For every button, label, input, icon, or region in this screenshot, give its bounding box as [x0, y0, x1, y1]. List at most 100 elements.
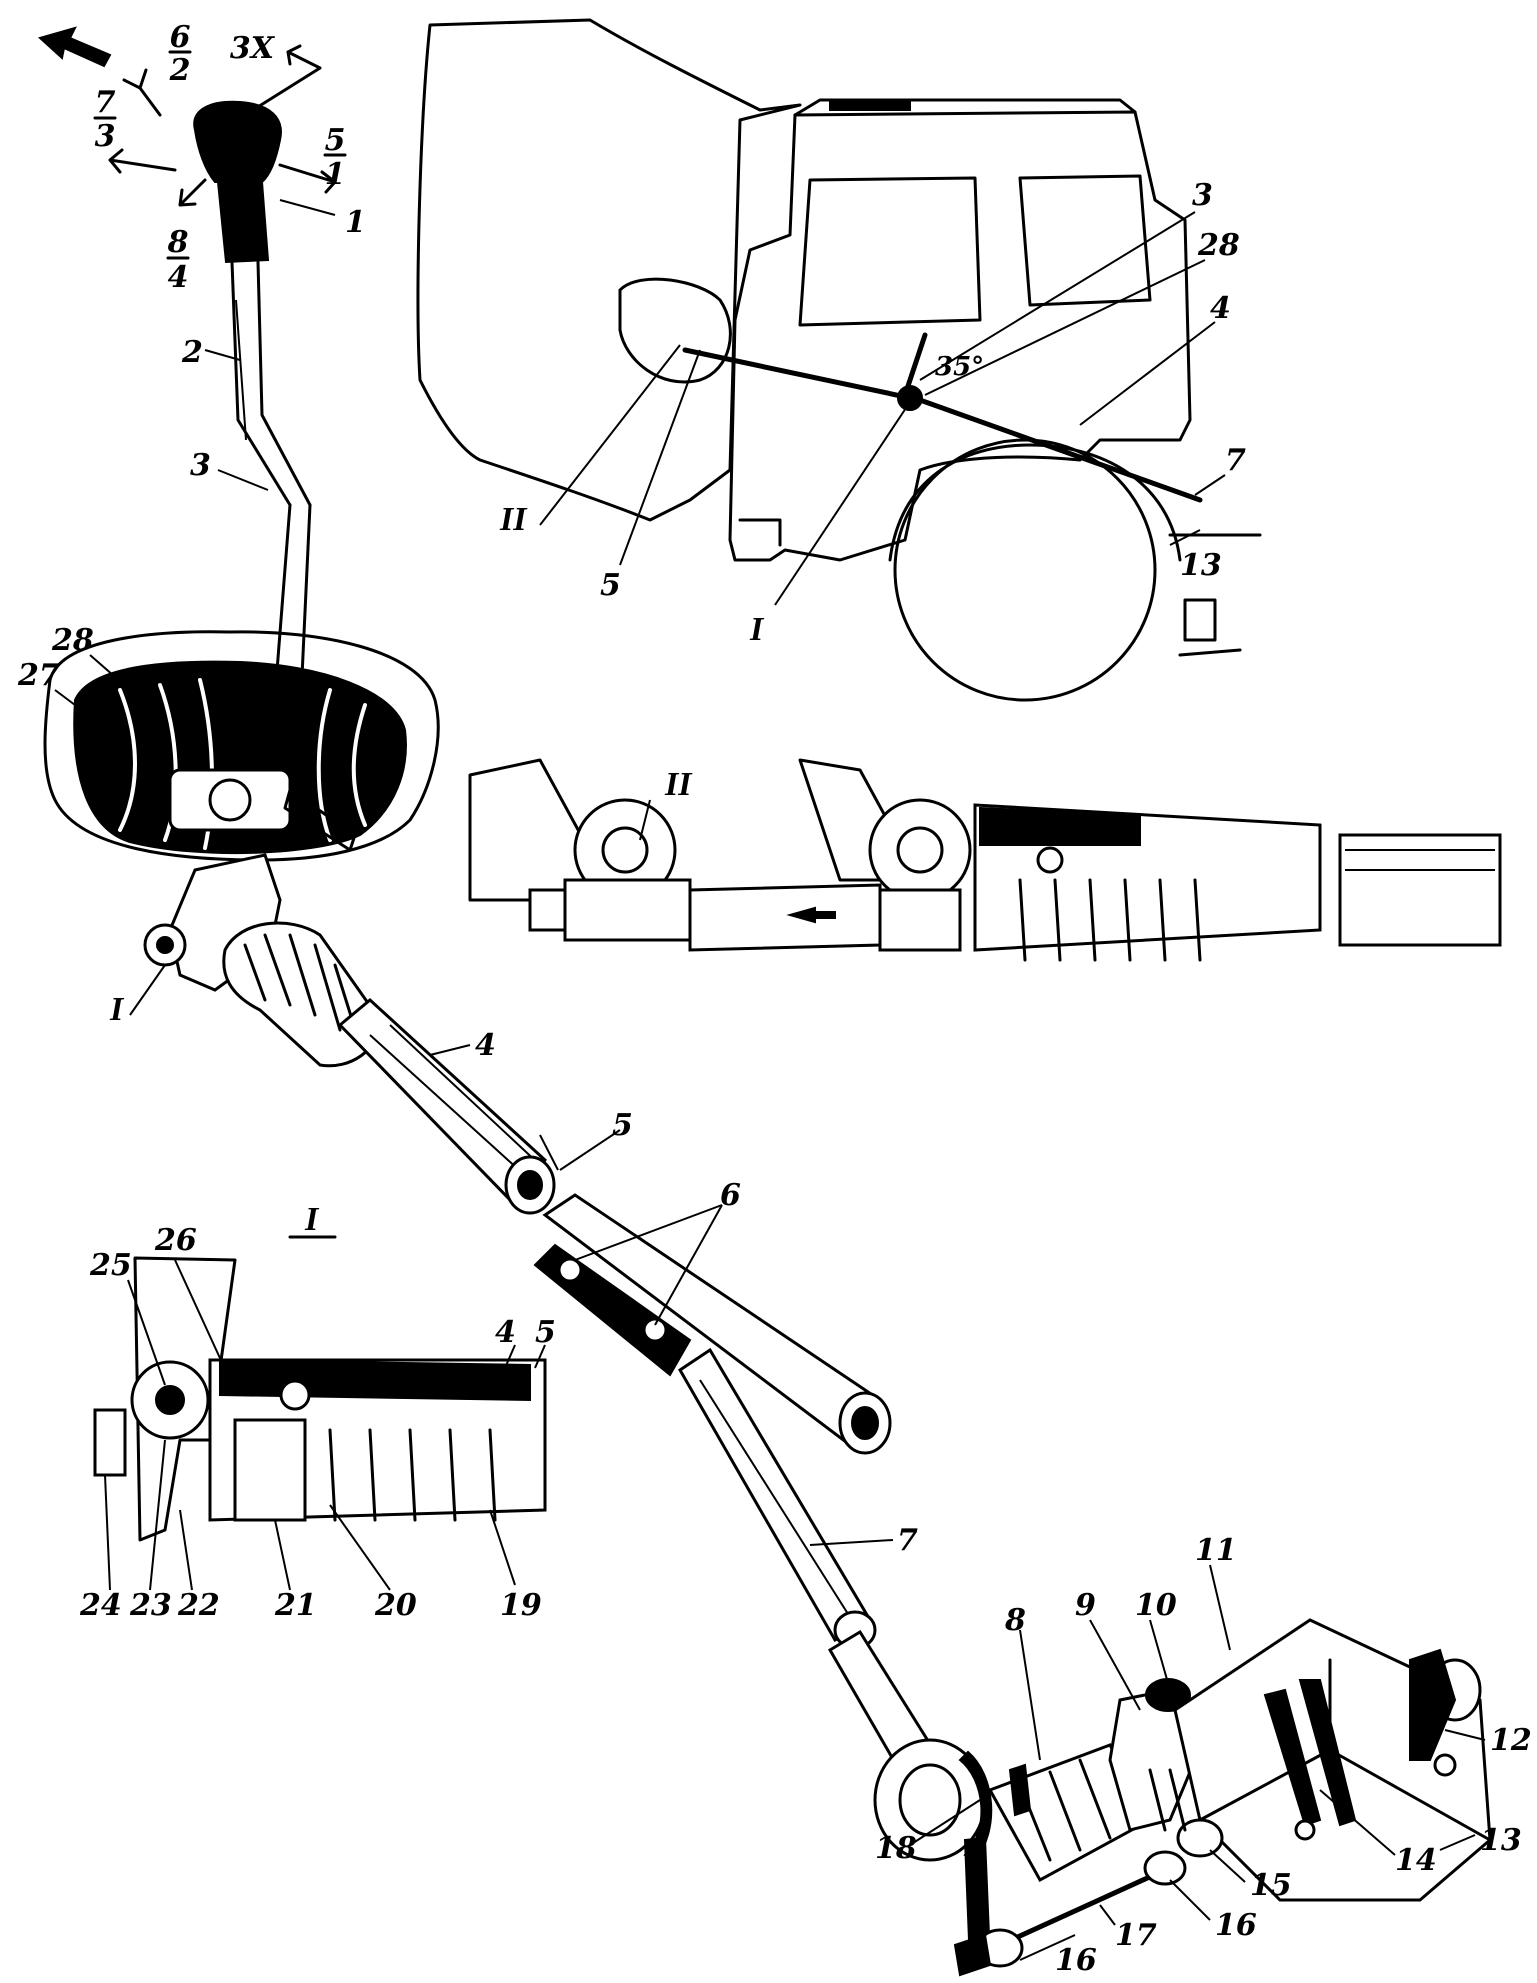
label-cab-7: 7 [1225, 443, 1246, 478]
leader-25 [127, 1279, 166, 1386]
gear-label-2: 2 [169, 53, 191, 88]
cab-linkage-joint [897, 385, 923, 411]
label-9: 9 [1075, 1588, 1096, 1623]
leader-8 [1019, 1629, 1041, 1761]
leader-3 [217, 469, 269, 491]
label-25: 25 [89, 1248, 132, 1283]
shift-arrow-7-3 [108, 148, 177, 174]
leader-22 [179, 1509, 193, 1591]
leader-7 [809, 1539, 894, 1546]
front-wheel [893, 438, 1157, 702]
lever-collar [216, 181, 270, 264]
cab-window-left [798, 176, 982, 327]
slide-rod-7-texture [699, 1379, 856, 1626]
label-8: 8 [1004, 1603, 1026, 1638]
leader-5a [539, 1134, 559, 1171]
cab-body [728, 110, 1192, 562]
gear-label-1: 1 [325, 157, 346, 192]
detail-ii-tube-lines [1345, 849, 1495, 871]
label-21: 21 [274, 1588, 317, 1623]
leader-detail-i-4 [504, 1344, 516, 1369]
wheel-arch [888, 443, 1182, 562]
detail-i-yoke [133, 1256, 237, 1542]
gear-label-3: 3 [95, 119, 116, 154]
detail-ii-left-bore [601, 826, 649, 874]
detail-i-view [93, 1256, 547, 1542]
label-7: 7 [897, 1523, 918, 1558]
shaft-tube-4-knurl [369, 1024, 541, 1181]
detail-ii-left-nut [528, 888, 567, 932]
cover-bolt-1 [1433, 1753, 1457, 1777]
spring-plate [283, 788, 357, 852]
clamp-bolt-2 [642, 1317, 668, 1343]
label-17: 17 [1115, 1918, 1157, 1953]
gear-label-7: 7 [95, 85, 116, 120]
roof-marker [829, 99, 911, 111]
detail-i-bore [155, 1385, 185, 1415]
gear-label-4: 4 [168, 260, 189, 295]
label-26: 26 [154, 1223, 197, 1258]
detail-ii-right-bore [896, 826, 944, 874]
leader-24 [104, 1474, 111, 1591]
label-22: 22 [177, 1588, 220, 1623]
label-14: 14 [1395, 1843, 1437, 1878]
gear-label-8: 8 [167, 225, 189, 260]
leader-27 [54, 689, 96, 721]
label-12: 12 [1490, 1723, 1532, 1758]
cab-window-right [1018, 174, 1152, 307]
label-view-ii-cab: II [499, 501, 528, 538]
label-detail-i-5: 5 [535, 1315, 556, 1350]
bellows-front [222, 921, 382, 1068]
lever-knob [193, 100, 282, 183]
detail-i-nut [93, 1408, 127, 1477]
label-20: 20 [374, 1588, 417, 1623]
gear-selector-mechanism [873, 1618, 1492, 1977]
label-1: 1 [345, 205, 366, 240]
shaft-tube-4-bore [517, 1170, 543, 1200]
leader-20 [329, 1504, 391, 1591]
leader-5b [559, 1129, 621, 1171]
detail-ii-sleeve-section [979, 806, 1141, 846]
front-shaft-assembly [143, 853, 556, 1215]
lever-upper-rod [230, 260, 312, 507]
ball-joint-15 [1176, 1818, 1224, 1858]
leader-6a [574, 1204, 723, 1261]
gear-label-5: 5 [325, 123, 346, 158]
link-rod-17 [997, 1867, 1168, 1948]
label-18: 18 [875, 1831, 917, 1866]
label-2: 2 [181, 335, 203, 370]
leader-cab-i [774, 401, 911, 606]
shift-pattern-arrows [37, 26, 347, 260]
detail-i-collar [233, 1418, 307, 1522]
leader-18 [909, 1799, 981, 1846]
shift-arrow-6-2 [122, 68, 162, 117]
leader-lines [54, 199, 1486, 1961]
detail-ii-left-body [563, 878, 692, 942]
detail-ii-coupling [688, 883, 882, 952]
detail-ii-tube [1338, 833, 1502, 947]
leader-cab-13 [1169, 529, 1201, 546]
label-detail-i-4: 4 [495, 1315, 516, 1350]
leader-12 [1444, 1729, 1486, 1741]
cargo-body-outline [416, 18, 802, 522]
leader-cab-ii [539, 344, 681, 526]
leader-26 [174, 1259, 231, 1381]
shaft-tube-4 [337, 998, 547, 1208]
detail-i-spring [328, 1428, 497, 1522]
view-labels: II I II I I [109, 501, 765, 1238]
label-5: 5 [612, 1108, 633, 1143]
cab-angle-label: 35° [935, 352, 984, 382]
label-16-lower: 16 [1055, 1943, 1097, 1978]
leader-15 [1209, 1849, 1246, 1883]
leader-9 [1089, 1619, 1141, 1711]
shift-arrow-5-1 [278, 163, 337, 194]
label-23: 23 [129, 1588, 172, 1623]
lever-rod-2-mark [235, 299, 247, 441]
floor-panel-outline [43, 630, 440, 862]
gear-label-3x: 3X [230, 31, 276, 66]
floor-boot [43, 630, 440, 862]
leader-17 [1099, 1904, 1116, 1926]
detail-ii-ball [1036, 846, 1064, 874]
leader-view-i [129, 964, 166, 1016]
